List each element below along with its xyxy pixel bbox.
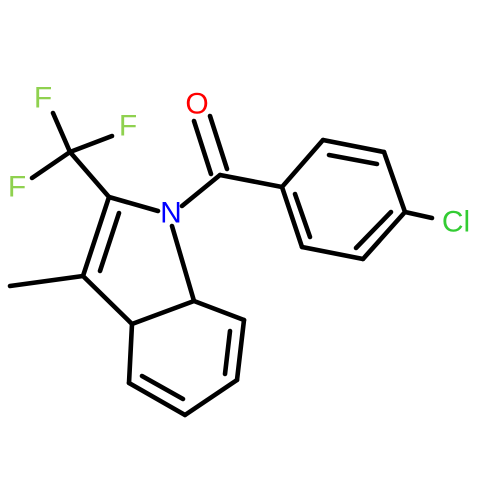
bond-c2-c3 <box>80 194 112 279</box>
bond-ph-c3-c4 <box>381 149 408 215</box>
bond-c7-c6 <box>234 317 247 383</box>
bond-ph-c6-c1 <box>279 184 305 250</box>
bond-cf3-f2 <box>67 133 115 155</box>
bond-c7-c6-inner <box>222 328 233 377</box>
bond-ph-c5-c6 <box>299 244 366 262</box>
bond-ph-c4-c5-inner <box>353 209 394 251</box>
atom-label-chlorine: Cl <box>442 206 470 239</box>
bond-cf3-f1 <box>50 110 73 155</box>
bond-ph-c2-c3 <box>320 137 387 155</box>
atom-label-f3: F <box>8 171 26 204</box>
bond-ph-c1-c6-inner <box>292 191 313 240</box>
bond-c7a-c7 <box>191 298 247 323</box>
atom-label-f2: F <box>119 110 137 143</box>
bond-carbonyl-ring <box>217 172 285 190</box>
atom-label-nitrogen: N <box>160 197 182 230</box>
atom-label-layer: F F F O N Cl <box>8 82 470 239</box>
bond-c2-n1 <box>106 194 161 214</box>
bond-c5-c4 <box>126 380 188 418</box>
bond-layer <box>7 110 435 418</box>
bond-carbonyl-o-a <box>191 118 214 177</box>
bond-cf3-f3 <box>29 149 73 181</box>
bond-c2-cf3 <box>67 149 112 200</box>
bond-c5-c4-inner <box>139 373 186 402</box>
bond-c3-methyl <box>7 273 86 289</box>
bond-c2-c3-inner <box>97 210 122 274</box>
bond-n1-c7a <box>169 223 197 304</box>
bond-c3-c3a <box>80 273 135 327</box>
bond-ph-c4-c5 <box>360 209 408 262</box>
bond-ph-c1-c2 <box>279 137 326 190</box>
bond-ph-c4-cl <box>402 209 435 221</box>
bond-c4-c3a <box>126 321 135 386</box>
bond-n1-carbonyl <box>179 172 223 209</box>
bond-c3a-c7a <box>129 298 197 327</box>
atom-label-f1: F <box>34 82 52 115</box>
bond-ph-c2-c3-inner <box>326 152 380 167</box>
bond-carbonyl-o-b <box>207 113 230 172</box>
atom-label-oxygen: O <box>185 88 208 121</box>
bond-c6-c5 <box>182 377 240 418</box>
